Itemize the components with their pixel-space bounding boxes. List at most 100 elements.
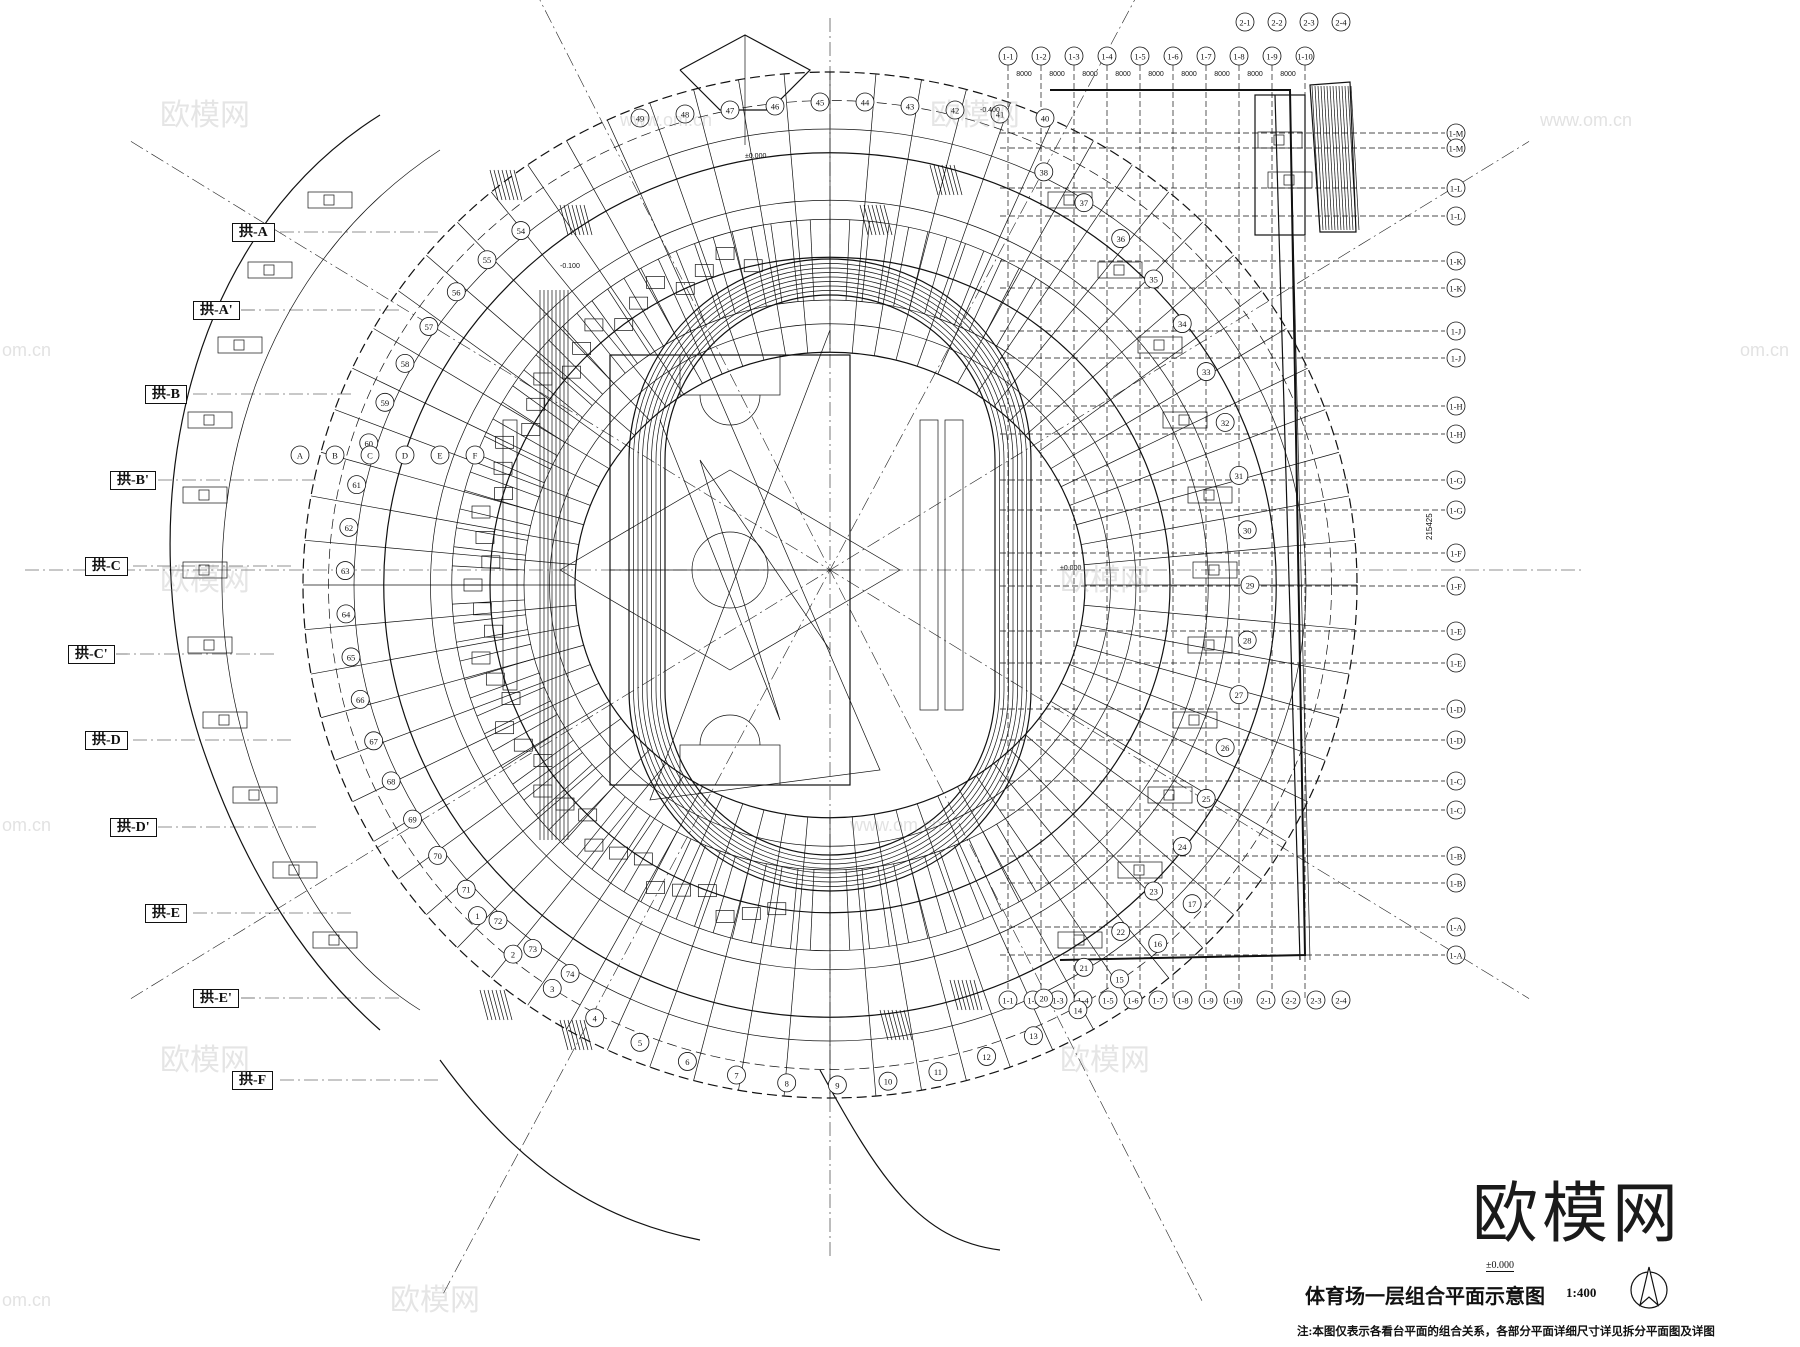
top-axis-bubble-circle — [1163, 46, 1183, 66]
radial-bubble-circle — [810, 92, 830, 112]
room-wall — [476, 453, 545, 484]
radial-line — [457, 749, 650, 948]
stair-core — [1063, 194, 1075, 206]
right-axis-bubble-circle — [1446, 470, 1466, 490]
radial-bubble-label: 59 — [381, 398, 390, 408]
watermark: 欧模网 — [1060, 563, 1150, 598]
radial-bubble-label: 66 — [356, 695, 365, 705]
bleacher-hatch — [489, 169, 499, 201]
bleacher-hatch — [563, 204, 573, 236]
radial-bubble-label: 56 — [452, 287, 461, 297]
room-fixture — [463, 578, 483, 592]
bleacher-hatch — [969, 979, 979, 1011]
radial-bubble-label: 20 — [1040, 994, 1049, 1004]
stair-core — [1163, 789, 1175, 801]
stair-module — [232, 786, 278, 804]
ring-bubble-label: A — [297, 451, 304, 461]
right-axis-bubble-circle — [1446, 653, 1466, 673]
outer-arc-left — [169, 114, 381, 1031]
arch-axis-label: 拱-D — [85, 731, 128, 750]
radial-bubble-label: 4 — [593, 1013, 598, 1023]
bottom-axis-bubble-circle — [1306, 990, 1326, 1010]
radial-bubble-label: 37 — [1080, 198, 1089, 208]
radial-bubble-circle — [1215, 738, 1235, 757]
arch-axis-label: 拱-A' — [193, 301, 240, 320]
bottom-axis-bubble-label: 1-3 — [1052, 996, 1063, 1006]
room-wall — [562, 326, 614, 384]
sector-line — [649, 329, 881, 801]
radial-line — [304, 604, 577, 631]
stair-module — [1147, 786, 1193, 804]
right-axis-bubble-label: 1-L — [1450, 212, 1462, 222]
room-wall — [456, 629, 528, 643]
bleacher-hatch — [559, 204, 569, 236]
bleacher-hatch — [487, 989, 497, 1021]
top-axis-bubble-label: 1-5 — [1134, 52, 1145, 62]
radial-bubble-label: 33 — [1202, 367, 1211, 377]
right-axis-bubble-label: 1-E — [1450, 627, 1462, 637]
stair-module — [217, 336, 263, 354]
room-wall — [470, 471, 540, 498]
top-axis-bubble-circle — [1064, 46, 1084, 66]
top-axis-bubble-label: 1-6 — [1167, 52, 1178, 62]
track-lane — [637, 267, 1023, 883]
radial-bubble-circle — [900, 96, 920, 116]
level-mark: ±0.000 — [1486, 1260, 1514, 1272]
radial-bubble-circle — [1074, 193, 1094, 213]
stair-module — [1097, 261, 1143, 279]
track-lane — [664, 294, 996, 856]
top-axis-bubble-circle — [1130, 46, 1150, 66]
outer-arc-left-inner — [221, 149, 441, 1011]
radial-bubble-circle — [630, 108, 650, 128]
radial-line — [738, 814, 787, 1091]
room-fixture — [743, 259, 763, 273]
stair-core — [288, 864, 300, 876]
room-wall — [968, 258, 1003, 332]
ring-bubble-label: E — [437, 451, 442, 461]
annex-outline — [1050, 89, 1307, 961]
stair-tread — [1347, 85, 1357, 231]
radial-bubble-label: 10 — [884, 1077, 893, 1087]
top-axis-bubble-circle — [998, 46, 1018, 66]
stair-core — [1153, 339, 1165, 351]
stair-module — [1257, 131, 1303, 149]
bleacher-hatch — [559, 1019, 569, 1051]
radial-line — [783, 73, 809, 354]
room-wall — [770, 866, 783, 947]
radial-bubble-circle — [1074, 957, 1094, 977]
bleacher-hatch — [883, 204, 893, 236]
radial-line — [490, 763, 667, 979]
room-fixture — [614, 318, 634, 331]
radial-bubble-label: 44 — [861, 98, 870, 108]
radial-bubble-circle — [560, 963, 580, 983]
radial-bubble-circle — [1148, 933, 1168, 953]
room-wall — [464, 490, 535, 512]
radial-bubble-label: 3 — [550, 984, 554, 994]
bottom-axis-bubble-label: 1-8 — [1177, 996, 1188, 1006]
stair-module — [1267, 171, 1313, 189]
track-lane — [646, 276, 1014, 874]
radial-bubble-circle — [1068, 1000, 1088, 1020]
bottom-axis-bubble-label: 1-4 — [1077, 996, 1089, 1006]
radial-line — [693, 809, 765, 1081]
bleacher-hatch — [513, 169, 523, 201]
top-axis2-bubble-circle — [1331, 12, 1351, 32]
radial-bubble-label: 35 — [1149, 275, 1158, 285]
radial-line — [426, 254, 635, 436]
radial-bubble-label: 9 — [835, 1080, 839, 1090]
radial-bubble-label: 34 — [1178, 319, 1187, 329]
right-axis-bubble-circle — [1446, 278, 1466, 298]
stair-core — [1113, 264, 1125, 276]
stair-tread — [1320, 85, 1330, 231]
stair-module — [1172, 711, 1218, 729]
stair-tread — [1338, 85, 1348, 231]
bleacher-hatch — [503, 989, 513, 1021]
bottom-axis-bubble-circle — [1256, 990, 1276, 1010]
radial-bubble-circle — [675, 104, 695, 124]
room-fixture — [609, 846, 628, 860]
bottom-axis-bubble-circle — [1098, 990, 1118, 1010]
radial-line — [975, 775, 1133, 1006]
stair-core — [328, 934, 340, 946]
room-wall — [861, 868, 870, 949]
